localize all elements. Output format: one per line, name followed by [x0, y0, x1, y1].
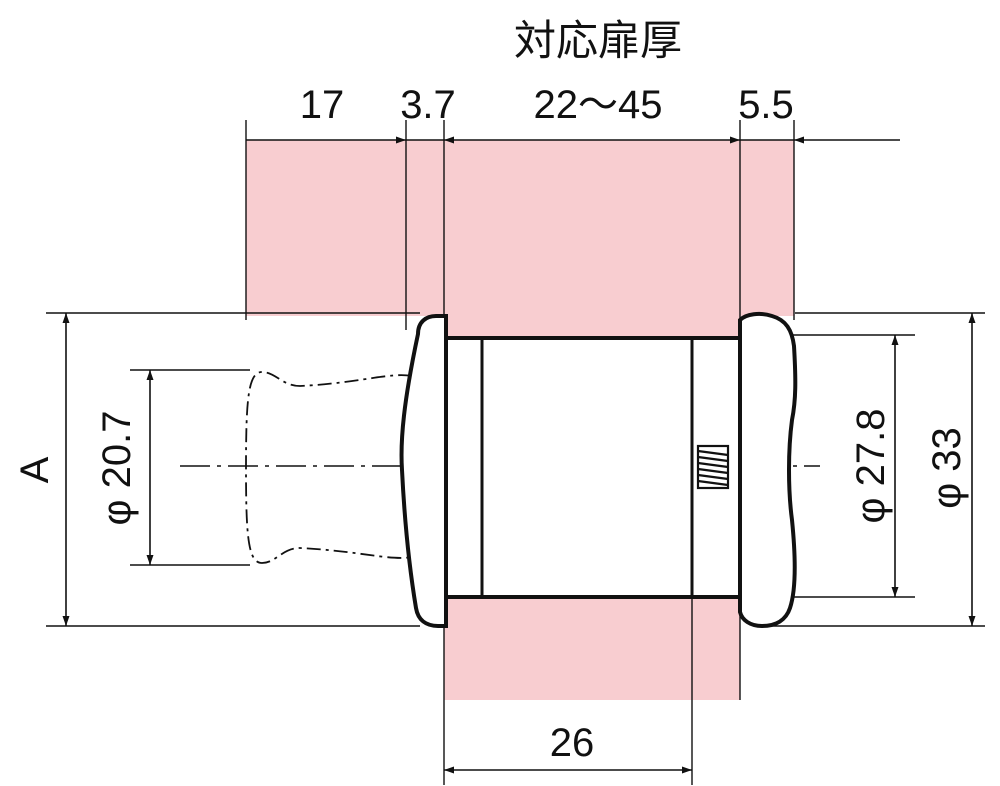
- back-ring: [738, 311, 798, 629]
- door-fill-upper: [246, 140, 794, 316]
- dim-26: 26: [550, 721, 595, 765]
- knob-phantom-outline: [245, 371, 413, 564]
- dimension-lines: [62, 136, 976, 774]
- dim-17: 17: [300, 83, 345, 127]
- set-screw: [696, 444, 730, 490]
- dim-dia-20-7: φ 20.7: [95, 411, 139, 526]
- dim-5-5: 5.5: [738, 83, 794, 127]
- dim-a: A: [13, 456, 57, 483]
- dim-dia-27-8: φ 27.8: [849, 409, 893, 524]
- cylinder: [399, 311, 798, 629]
- front-flange: [399, 314, 448, 628]
- dim-door-range: 22〜45: [534, 83, 663, 127]
- dim-3-7: 3.7: [400, 83, 456, 127]
- cylinder-body: [444, 336, 742, 599]
- door-thickness-title: 対応扉厚: [514, 17, 682, 64]
- dim-dia-33: φ 33: [925, 427, 969, 509]
